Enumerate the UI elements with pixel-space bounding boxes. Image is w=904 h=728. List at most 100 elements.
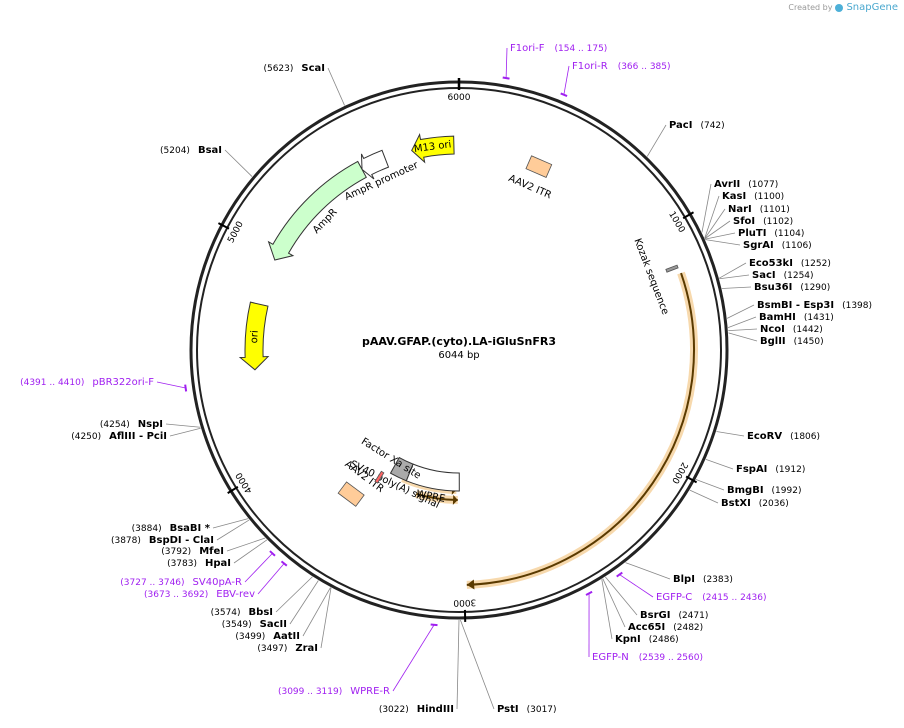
primer-egfp-n[interactable]: EGFP-N(2539 .. 2560) [585, 590, 703, 663]
site-name: BsmBI - Esp3I [757, 300, 834, 311]
site-label: (3574)BbsI [211, 607, 273, 618]
site-bsmbi-esp3i[interactable]: BsmBI - Esp3I(1398) [726, 300, 872, 319]
site-bamhi[interactable]: BamHI(1431) [727, 312, 834, 328]
site-position: (3017) [527, 705, 557, 715]
site-bsu36i[interactable]: Bsu36I(1290) [721, 282, 830, 293]
feature-wpre[interactable]: WPRE [405, 463, 460, 505]
site-blpi[interactable]: BlpI(2383) [625, 562, 733, 585]
site-label: (3792)MfeI [161, 546, 224, 557]
site-sacii[interactable]: (3549)SacII [222, 580, 319, 630]
site-name: SacI [752, 270, 776, 281]
site-name: KpnI [615, 634, 641, 645]
site-sgrai[interactable]: SgrAI(1106) [705, 239, 812, 251]
site-position: (3878) [111, 536, 141, 546]
site-hpai[interactable]: (3783)HpaI [167, 539, 268, 569]
site-pluti[interactable]: PluTI(1104) [705, 228, 804, 240]
tick-2000 [685, 475, 698, 484]
primer-f1ori-r[interactable]: F1ori-R(366 .. 385) [560, 61, 671, 97]
site-name: Acc65I [628, 622, 665, 633]
primer-sites[interactable]: F1ori-F(154 .. 175)F1ori-R(366 .. 385) EG… [20, 43, 766, 697]
primer-name: EBV-rev [216, 589, 255, 600]
site-afliii-pcii[interactable]: (4250) AflIII - PciI [71, 427, 201, 442]
primer-label: (3099 .. 3119)WPRE-R [278, 686, 390, 697]
primer-sv40pa-r[interactable]: (3727 .. 3746)SV40pA-R [120, 550, 276, 588]
feature-ampr[interactable]: AmpR [267, 160, 367, 261]
feature-kozak-sequence[interactable]: Kozak sequence [631, 237, 679, 316]
site-nari[interactable]: NarI(1101) [704, 204, 790, 239]
site-name: BbsI [249, 607, 273, 618]
feature-ori[interactable]: ori [238, 301, 270, 371]
site-nspi[interactable]: (4254)NspI [100, 419, 201, 430]
primer-name: pBR322ori-F [92, 377, 154, 388]
primer-name: SV40pA-R [193, 577, 242, 588]
site-fspai[interactable]: FspAI(1912) [705, 458, 805, 475]
feature-m13-ori[interactable]: M13 ori [411, 133, 455, 164]
primer-f1ori-f[interactable]: F1ori-F(154 .. 175) [502, 43, 608, 80]
site-label: PacI (742) [669, 120, 725, 131]
site-scai[interactable]: (5623)ScaI [263, 63, 345, 106]
tick-4000 [227, 485, 239, 494]
site-avrii[interactable]: AvrII(1077) [701, 179, 778, 233]
site-label: (3022)HindIII [379, 704, 454, 715]
site-hindiii[interactable]: (3022)HindIII [379, 619, 460, 715]
feature-aav2-itr[interactable]: AAV2 ITR [507, 155, 553, 202]
site-position: (4250) [71, 432, 101, 442]
site-label: (3549)SacII [222, 619, 287, 630]
site-bsai[interactable]: (5204)BsaI [160, 145, 253, 177]
site-bmgbi[interactable]: BmgBI(1992) [695, 479, 802, 496]
site-name: BspDI - ClaI [149, 535, 214, 546]
primer-position: (154 .. 175) [554, 44, 607, 54]
site-label: NcoI(1442) [760, 324, 823, 335]
site-position: (2482) [673, 623, 703, 633]
site-psti[interactable]: PstI(3017) [460, 619, 557, 715]
gfap-cds-arc [466, 271, 698, 590]
site-aatii[interactable]: (3499)AatII [235, 587, 331, 642]
site-position: (1431) [804, 313, 834, 323]
site-kasi[interactable]: KasI(1100) [704, 191, 784, 239]
site-name: SfoI [733, 216, 755, 227]
feature-label: WPRE [415, 489, 446, 505]
site-saci[interactable]: SacI(1254) [719, 270, 814, 281]
site-bglii[interactable]: BglII(1450) [728, 332, 824, 347]
site-label: BstXI(2036) [721, 498, 789, 509]
primer-pbr322ori-f[interactable]: (4391 .. 4410)pBR322ori-F [20, 377, 188, 392]
primer-wpre-r[interactable]: (3099 .. 3119)WPRE-R [278, 623, 438, 697]
site-name: PacI [669, 120, 692, 131]
site-zrai[interactable]: (3497)ZraI [257, 587, 332, 654]
site-sfoi[interactable]: SfoI(1102) [704, 216, 793, 239]
site-acc65i[interactable]: Acc65I (2482) [602, 578, 703, 633]
site-position: (742) [700, 121, 724, 131]
site-name: Bsu36I [754, 282, 792, 293]
site-name: AflIII - PciI [109, 431, 167, 442]
site-bbsi[interactable]: (3574)BbsI [211, 576, 313, 618]
site-position: (2486) [649, 635, 679, 645]
site-bstxi[interactable]: BstXI(2036) [689, 489, 789, 509]
site-bspdi-clai[interactable]: (3878) BspDI - ClaI [111, 519, 250, 546]
primer-ebv-rev[interactable]: (3673 .. 3692)EBV-rev [144, 560, 288, 600]
site-position: (2471) [678, 611, 708, 621]
site-eco53ki[interactable]: Eco53kI(1252) [719, 258, 831, 279]
site-bsrgi[interactable]: BsrGI(2471) [605, 576, 708, 621]
site-label: (5204)BsaI [160, 145, 222, 156]
site-position: (3549) [222, 620, 252, 630]
site-bsabi-[interactable]: (3884)BsaBI * [132, 518, 249, 534]
site-label: SacI(1254) [752, 270, 814, 281]
site-name: MfeI [199, 546, 224, 557]
primer-egfp-c[interactable]: EGFP-C(2415 .. 2436) [616, 571, 767, 603]
highlighted-arcs [401, 271, 698, 590]
site-position: (1100) [754, 192, 784, 202]
site-name: EcoRV [747, 431, 782, 442]
site-kpni[interactable]: KpnI (2486) [601, 579, 679, 645]
site-ncoi[interactable]: NcoI(1442) [728, 324, 823, 335]
site-paci[interactable]: PacI (742) [646, 120, 725, 157]
site-ecorv[interactable]: EcoRV(1806) [716, 431, 820, 442]
site-mfei[interactable]: (3792)MfeI [161, 537, 266, 557]
restriction-sites[interactable]: (5623)ScaI (5204)BsaI PacI (742) AvrII(1077)… [71, 63, 872, 715]
site-position: (5623) [263, 64, 293, 74]
sv40-arc-1 [415, 489, 458, 505]
snapgene-credit: Created by SnapGene [788, 2, 898, 13]
site-label: BsmBI - Esp3I(1398) [757, 300, 872, 311]
